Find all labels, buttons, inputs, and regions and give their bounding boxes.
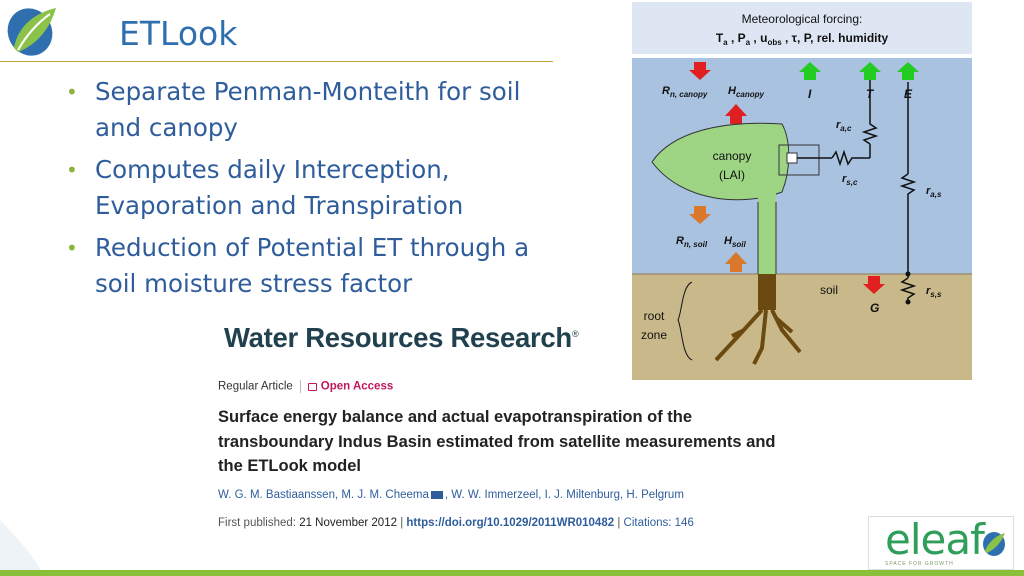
authors-rest[interactable]: , W. W. Immerzeel, I. J. Miltenburg, H. … — [444, 489, 684, 501]
soil-panel — [632, 274, 972, 380]
root-label: root — [644, 309, 665, 323]
open-access-label[interactable]: Open Access — [320, 380, 394, 393]
h-canopy-arrow-icon — [725, 104, 747, 124]
eleaf-wordmark: eleaf — [885, 515, 985, 564]
first-published-date: 21 November 2012 — [299, 517, 397, 529]
bullet-icon: • — [66, 158, 78, 182]
root-stem — [758, 274, 776, 310]
author-list: W. G. M. Bastiaanssen, M. J. M. Cheema , … — [218, 489, 684, 501]
forcing-title: Meteorological forcing: — [742, 12, 863, 26]
trademark: ® — [571, 328, 579, 339]
article-type: Regular Article — [218, 380, 293, 393]
separator — [299, 380, 301, 393]
evaporation-arrow-icon — [897, 62, 919, 80]
title-divider — [0, 61, 553, 62]
bullet-icon: • — [66, 236, 78, 260]
ground-heat-arrow-icon — [863, 276, 885, 294]
first-published-label: First published: — [218, 517, 296, 529]
citations-link[interactable]: Citations: 146 — [623, 517, 694, 529]
bullet-text: Separate Penman-Monteith for soil and ca… — [95, 77, 521, 142]
canopy-label: canopy — [713, 149, 752, 163]
soil-label: soil — [820, 283, 838, 297]
etlook-diagram: Meteorological forcing: Ta , Pa , uobs ,… — [632, 2, 972, 380]
article-meta: Regular Article Open Access — [218, 380, 393, 393]
authors-first[interactable]: W. G. M. Bastiaanssen, M. J. M. Cheema — [218, 489, 429, 501]
h-soil-arrow-icon — [725, 252, 747, 272]
rn-soil-arrow-icon — [689, 206, 711, 224]
lock-icon — [307, 382, 317, 391]
bullet-text: Reduction of Potential ET through a soil… — [95, 233, 530, 298]
root-zone-brace — [677, 281, 693, 361]
bullet-item: • Reduction of Potential ET through a soi… — [64, 230, 534, 302]
slide-title: ETLook — [119, 14, 238, 53]
transpiration-arrow-icon — [859, 62, 881, 80]
article-title[interactable]: Surface energy balance and actual evapot… — [218, 408, 776, 475]
eleaf-tagline: SPACE FOR GROWTH — [885, 561, 954, 567]
bullet-item: • Separate Penman-Monteith for soil and c… — [64, 74, 534, 146]
forcing-panel — [632, 2, 972, 54]
rn-canopy-arrow-icon — [689, 62, 711, 80]
publication-info: First published: 21 November 2012 | http… — [218, 517, 694, 529]
doi-link[interactable]: https://doi.org/10.1029/2011WR010482 — [406, 517, 615, 529]
forcing-variables: Ta , Pa , uobs , τ, P, rel. humidity — [716, 31, 889, 47]
rs-c-resistor — [831, 149, 870, 167]
ra-s-resistor — [899, 173, 917, 278]
rs-s-resistor — [899, 277, 917, 302]
bullet-item: • Computes daily Interception, Evaporatio… — [64, 152, 534, 224]
journal-name: Water Resources Research® — [224, 322, 579, 354]
eleaf-logo[interactable]: eleaf SPACE FOR GROWTH — [868, 515, 1014, 570]
corner-decoration — [0, 520, 44, 576]
bullet-text: Computes daily Interception, Evaporation… — [95, 155, 464, 220]
g-label: G — [870, 301, 879, 315]
envelope-icon[interactable] — [430, 490, 443, 499]
bullet-icon: • — [66, 80, 78, 104]
i-label: I — [808, 87, 812, 101]
ra-c-resistor — [861, 80, 879, 145]
journal-name-text: Water Resources Research — [224, 322, 572, 353]
plant-stem — [758, 154, 776, 274]
zone-label: zone — [641, 328, 667, 342]
bullet-list: • Separate Penman-Monteith for soil and c… — [64, 74, 534, 308]
leaf-logo-icon — [7, 8, 56, 56]
interception-arrow-icon — [799, 62, 821, 80]
eleaf-leaf-icon — [983, 532, 1005, 556]
bottom-accent-bar — [0, 570, 1024, 576]
lai-label: (LAI) — [719, 168, 745, 182]
roots — [714, 308, 802, 365]
